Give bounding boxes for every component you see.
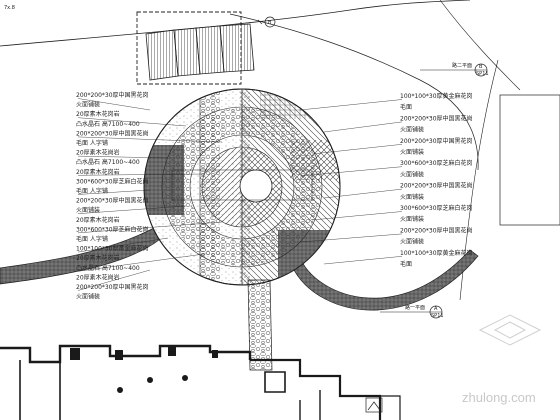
material-label: 火面铺装 xyxy=(76,293,100,301)
leader-line xyxy=(77,98,151,111)
material-label: 凸水晶石 高7100~400 xyxy=(76,264,140,272)
leader-line xyxy=(77,205,187,214)
leader-line xyxy=(311,211,403,221)
material-label: 200*200*30厚中国黑花岗 xyxy=(400,182,473,190)
leader-line xyxy=(77,253,205,272)
material-label: 200*200*30厚中国黑花岗 xyxy=(400,226,473,234)
callout-a-sheet: SP11 xyxy=(431,313,444,319)
leader-line xyxy=(323,256,403,265)
leader-line xyxy=(299,166,403,177)
building-outline-right xyxy=(499,94,560,226)
road-edge-top xyxy=(0,0,471,47)
leader-line xyxy=(299,99,403,111)
watermark-text: zhulong.com xyxy=(462,390,536,405)
leader-line xyxy=(323,121,403,133)
material-label: 火面铺装 xyxy=(400,215,424,223)
material-label: 300*600*30厚芝麻白花岗 xyxy=(76,225,149,233)
section-marker-top xyxy=(264,16,276,28)
leader-line xyxy=(77,173,205,176)
circular-plaza xyxy=(143,88,341,286)
road-edge-curve xyxy=(229,13,479,171)
callout-b-code: B xyxy=(479,64,483,70)
leader-line xyxy=(77,189,151,195)
material-label: 300*600*30厚芝麻白花岗 xyxy=(400,159,473,167)
material-label: 300*600*30厚芝麻白花岗 xyxy=(76,177,149,185)
material-label: 20厚素木花岗岩 xyxy=(76,254,120,262)
parking-stalls xyxy=(145,23,255,81)
material-label: 100*100*30厚黄金麻花岗 xyxy=(400,92,473,100)
material-label: 20厚素木花岗岩 xyxy=(76,216,120,224)
leader-line xyxy=(77,136,223,143)
callout-b-sheet: SP11 xyxy=(476,71,489,77)
material-label: 100*100*30厚黄金麻花岗 xyxy=(400,249,473,257)
material-label: 20厚素木花岗岩 xyxy=(76,149,120,157)
callout-b-caption: 路二平面 xyxy=(452,62,472,69)
material-label: 20厚素木花岗岩 xyxy=(76,273,120,281)
material-label: 200*200*30厚中国黑花岗 xyxy=(76,283,149,291)
material-label: 毛面 人字铺 xyxy=(76,139,108,147)
watermark: zhulong.com xyxy=(462,314,542,405)
material-label: 火面铺装 xyxy=(76,206,100,214)
material-label: 凸水晶石 高7100~400 xyxy=(76,158,140,166)
leader-line xyxy=(77,155,169,159)
material-label: 毛面 xyxy=(400,103,412,111)
material-label: 火面铺装 xyxy=(76,101,100,109)
leader-line xyxy=(311,144,403,155)
material-label: 200*200*30厚中国黑花岗 xyxy=(76,91,149,99)
material-label: 200*200*30厚中国黑花岗 xyxy=(400,114,473,122)
material-label: 100*100*30厚黄金麻花岗 xyxy=(76,245,149,253)
material-label: 凸水晶石 高7100~400 xyxy=(76,120,140,128)
leader-line xyxy=(77,221,223,234)
callout-a-code: A xyxy=(434,306,438,312)
material-label: 毛面 人字铺 xyxy=(76,235,108,243)
material-label: 火面铺装 xyxy=(400,238,424,246)
material-label: 200*200*30厚中国黑花岗 xyxy=(400,137,473,145)
leader-line xyxy=(77,237,169,253)
entry-path xyxy=(247,279,273,371)
building-plan-bottom xyxy=(0,344,401,420)
material-label: 火面铺装 xyxy=(400,148,424,156)
material-label: 300*600*30厚芝麻白花岗 xyxy=(400,204,473,212)
material-label: 火面铺装 xyxy=(400,170,424,178)
material-label: 20厚素木花岗岩 xyxy=(76,110,120,118)
leader-line xyxy=(299,233,403,243)
material-label: 200*200*30厚中国黑花岗 xyxy=(76,129,149,137)
material-label: 20厚素木花岗岩 xyxy=(76,168,120,176)
leader-line xyxy=(77,269,151,291)
section-marker-top-label: B xyxy=(268,20,272,26)
material-label: 毛面 xyxy=(400,260,412,268)
material-label: 200*200*30厚中国黑花岗 xyxy=(76,197,149,205)
stair-symbol xyxy=(365,397,383,413)
material-label: 火面铺装 xyxy=(400,126,424,134)
material-label: 火面铺装 xyxy=(400,193,424,201)
right-curved-path xyxy=(291,249,479,311)
material-label: 毛面 人字铺 xyxy=(76,187,108,195)
road-edge-right xyxy=(439,0,521,91)
leader-line xyxy=(77,117,187,127)
callout-a-caption: 路一平面 xyxy=(405,304,425,311)
leader-line xyxy=(323,188,403,199)
corner-note: 7x.8 xyxy=(4,5,15,11)
